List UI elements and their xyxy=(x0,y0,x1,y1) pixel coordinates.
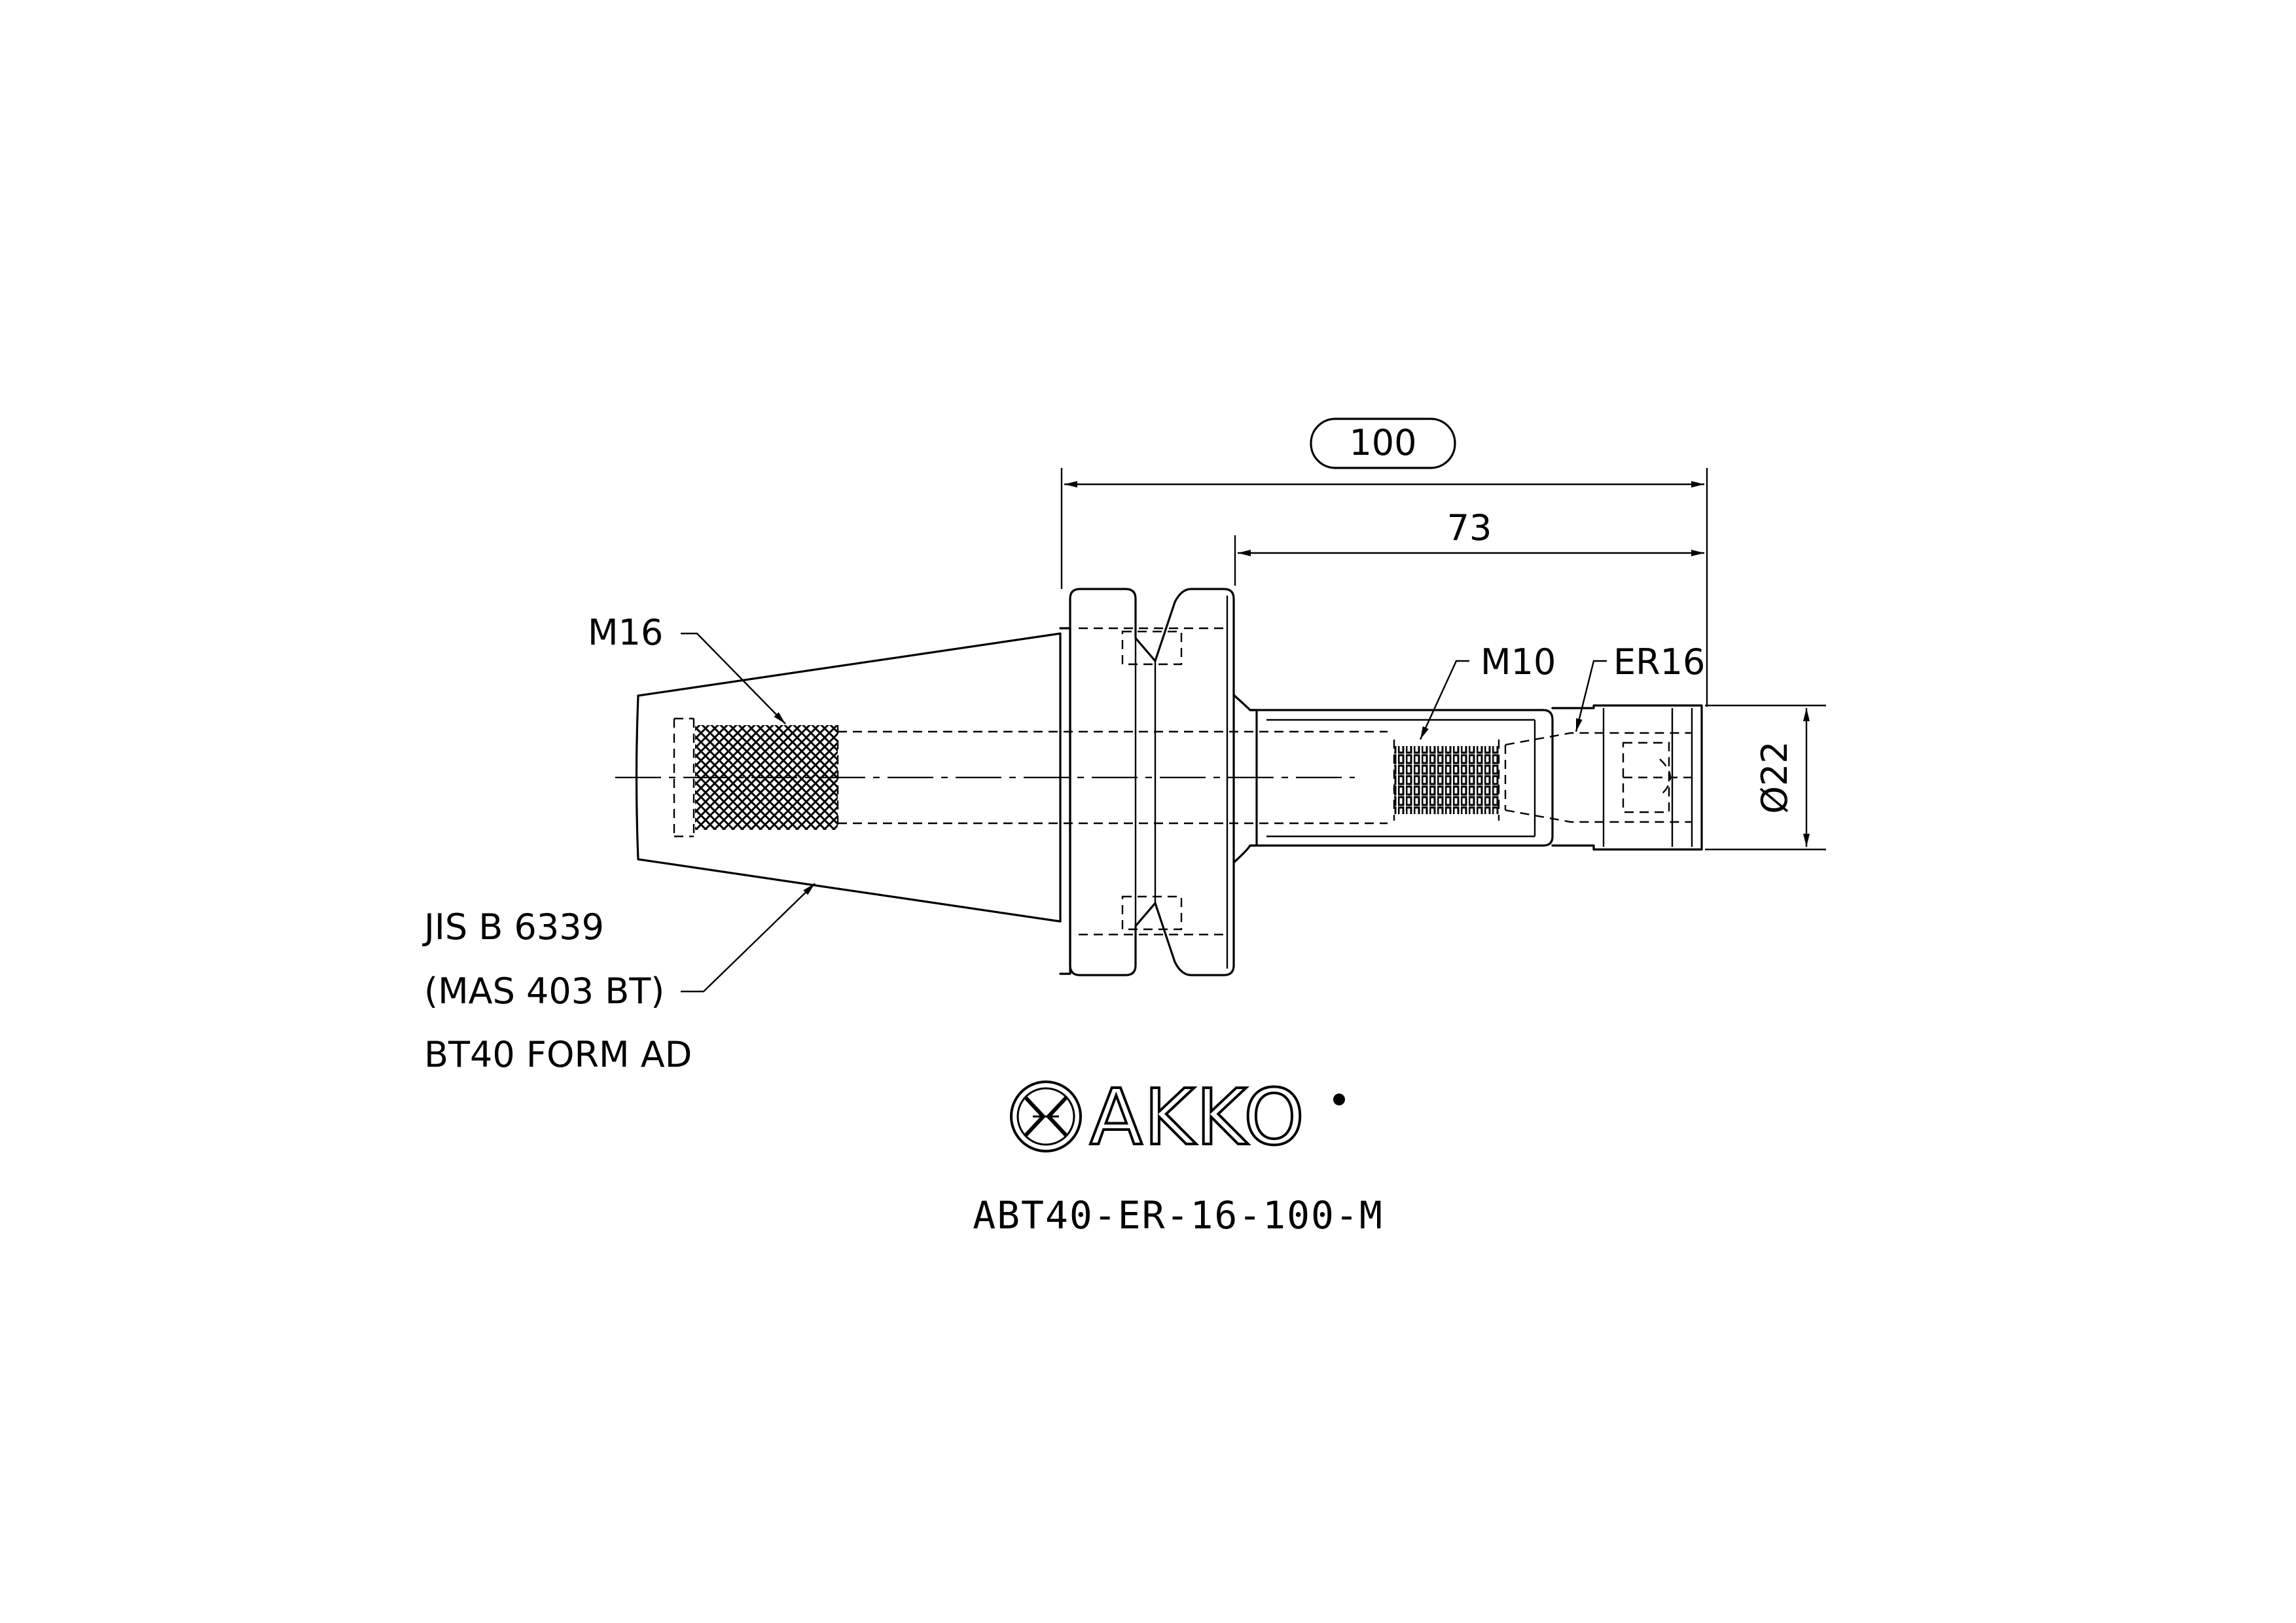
dimension-gauge-length xyxy=(1234,535,1704,586)
standard-leader xyxy=(681,883,816,993)
registered-mark-icon xyxy=(1333,1094,1345,1105)
m16-leader xyxy=(681,632,786,724)
taper-shank xyxy=(635,632,1062,923)
part-number: ABT40-ER-16-100-M xyxy=(973,1193,1384,1238)
dimension-diameter xyxy=(1705,704,1826,851)
dimension-73-label: 73 xyxy=(1447,507,1492,548)
m10-leader xyxy=(1419,660,1469,740)
standard-line-2: (MAS 403 BT) xyxy=(424,971,664,1012)
standard-line-3: BT40 FORM AD xyxy=(424,1034,692,1075)
akko-double-chevron-logo-icon xyxy=(1010,1080,1082,1152)
brand-name: AKKO xyxy=(1090,1072,1306,1162)
er16-label: ER16 xyxy=(1613,641,1705,683)
dimension-overall-length xyxy=(1060,418,1708,707)
dimension-100-label: 100 xyxy=(1349,422,1416,463)
holder-body xyxy=(1232,694,1703,864)
m10-label: M10 xyxy=(1480,641,1556,683)
m10-thread-hatch xyxy=(1394,746,1499,814)
standard-line-1: JIS B 6339 xyxy=(422,906,604,948)
er16-leader xyxy=(1575,660,1607,732)
m16-label: M16 xyxy=(588,612,663,653)
m16-thread-hatch xyxy=(695,725,838,830)
bore-hidden-lines xyxy=(836,725,1388,830)
dimension-diameter-label: Ø22 xyxy=(1754,741,1795,813)
flange xyxy=(1059,588,1235,976)
